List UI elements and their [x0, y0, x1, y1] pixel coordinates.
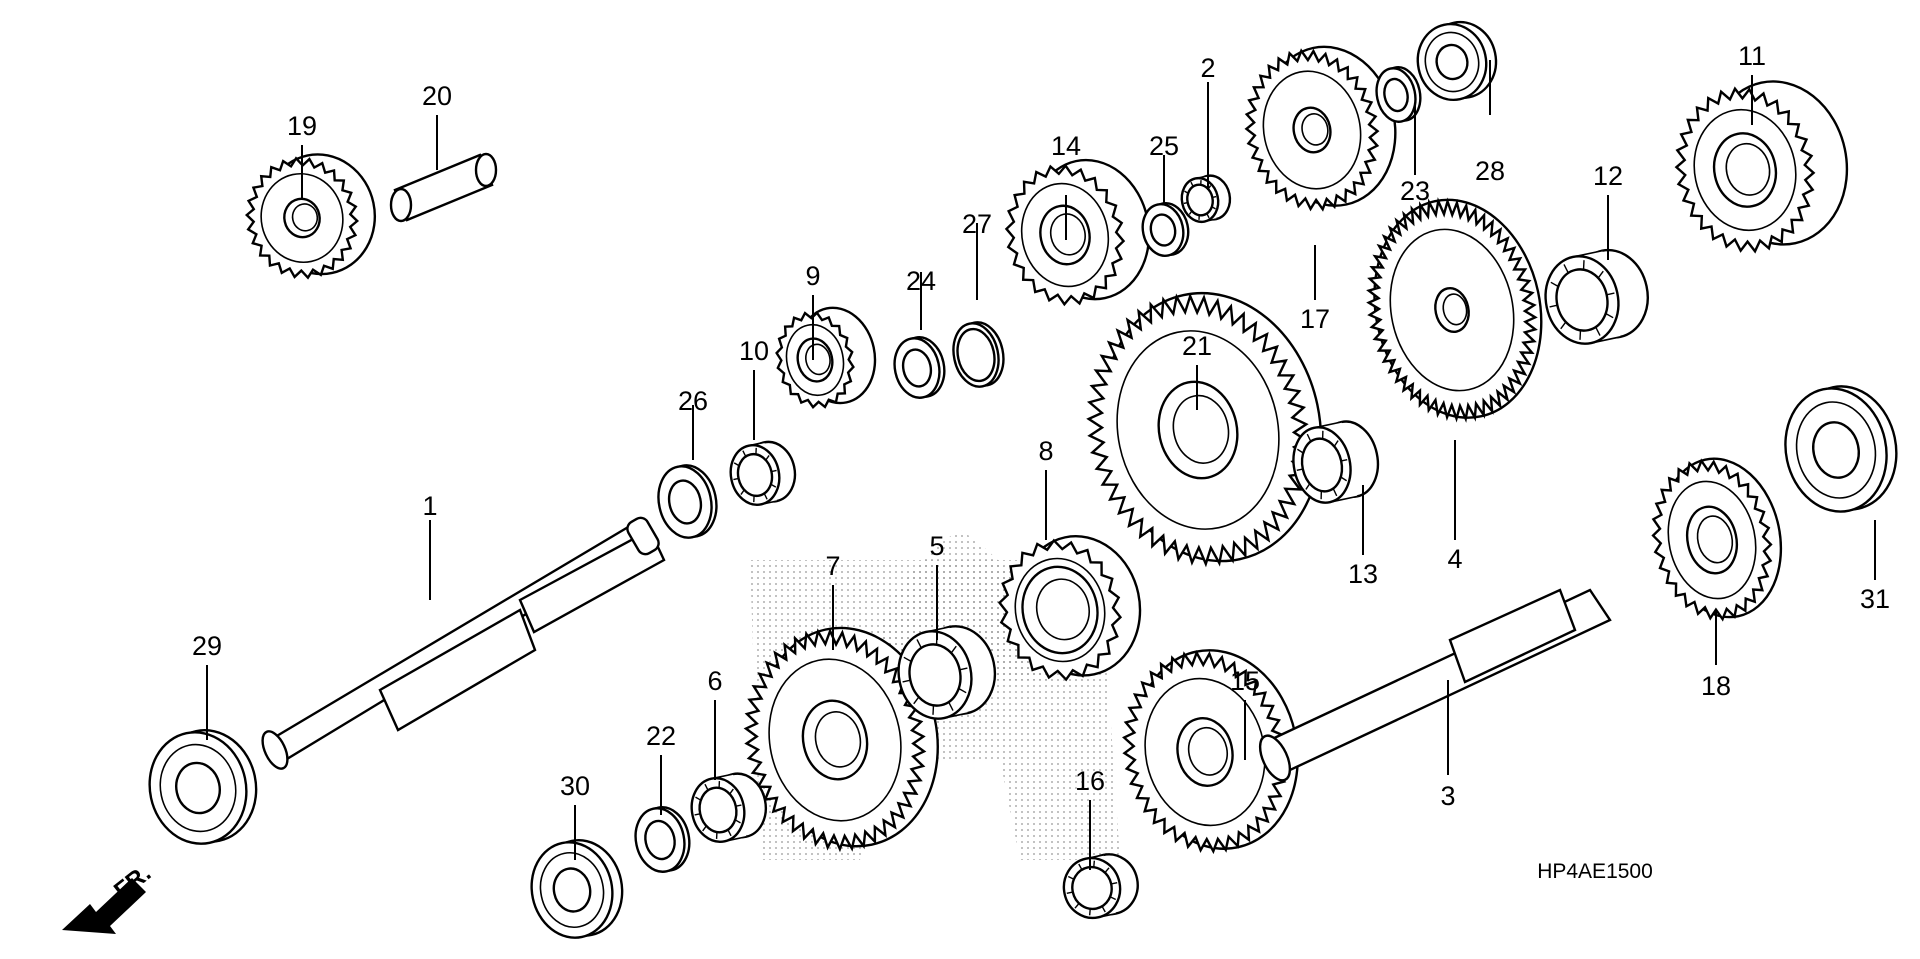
- part-label-22: 22: [646, 721, 676, 751]
- part-label-16: 16: [1075, 766, 1105, 796]
- washer-23: [1375, 66, 1422, 123]
- washer-24: [893, 336, 946, 399]
- part-label-12: 12: [1593, 161, 1623, 191]
- parts-layer: [148, 20, 1898, 939]
- part-label-5: 5: [929, 531, 944, 561]
- pin: [389, 152, 498, 223]
- part-label-14: 14: [1051, 131, 1081, 161]
- gear-7: [743, 626, 939, 853]
- bushing-13: [1292, 420, 1380, 504]
- part-label-21: 21: [1182, 331, 1212, 361]
- part-label-31: 31: [1860, 584, 1890, 614]
- part-label-8: 8: [1038, 436, 1053, 466]
- bearing-29: [148, 729, 258, 845]
- gear-14: [1004, 158, 1151, 307]
- front-direction-indicator: FR.: [62, 860, 156, 934]
- part-label-17: 17: [1300, 304, 1330, 334]
- part-label-28: 28: [1475, 156, 1505, 186]
- countershaft: [1258, 588, 1612, 782]
- part-label-1: 1: [422, 491, 437, 521]
- part-label-26: 26: [678, 386, 708, 416]
- gear-8: [997, 535, 1142, 682]
- part-label-18: 18: [1701, 671, 1731, 701]
- bearing-30: [530, 839, 624, 939]
- bushing-12: [1544, 248, 1649, 345]
- part-label-29: 29: [192, 631, 222, 661]
- leader-lines: [206, 60, 1876, 870]
- gear-21: [1086, 291, 1323, 568]
- part-label-4: 4: [1447, 544, 1462, 574]
- gear-11: [1674, 80, 1849, 254]
- gear-4: [1366, 197, 1543, 423]
- gear-17: [1244, 45, 1397, 212]
- part-label-15: 15: [1230, 666, 1260, 696]
- bushing-5: [897, 625, 997, 720]
- bearing-31: [1784, 385, 1898, 513]
- part-label-30: 30: [560, 771, 590, 801]
- part-label-20: 20: [422, 81, 452, 111]
- washer-26: [657, 464, 718, 539]
- collar-10: [729, 440, 797, 506]
- part-label-2: 2: [1200, 53, 1215, 83]
- part-label-7: 7: [825, 551, 840, 581]
- part-label-24: 24: [906, 266, 936, 296]
- part-label-23: 23: [1400, 176, 1430, 206]
- part-label-25: 25: [1149, 131, 1179, 161]
- part-label-27: 27: [962, 209, 992, 239]
- part-label-3: 3: [1440, 781, 1455, 811]
- collar-16: [1062, 853, 1139, 920]
- gear-15: [1122, 649, 1299, 855]
- part-label-10: 10: [739, 336, 769, 366]
- part-label-19: 19: [287, 111, 317, 141]
- front-arrow-icon: [62, 878, 146, 934]
- part-labels: 1 2 3 4 5 6 7 8 9 10 11 12 13 14 15 16 1…: [192, 41, 1890, 811]
- gear-18: [1651, 457, 1783, 622]
- part-label-6: 6: [707, 666, 722, 696]
- collar-2: [1180, 174, 1232, 224]
- washer-25: [1141, 201, 1190, 257]
- bearing-28: [1416, 20, 1498, 102]
- part-label-13: 13: [1348, 559, 1378, 589]
- diagram-code: HP4AE1500: [1537, 860, 1653, 883]
- gear-9: [775, 306, 877, 409]
- part-label-9: 9: [805, 261, 820, 291]
- part-label-11: 11: [1738, 41, 1766, 71]
- circlip-27: [952, 321, 1005, 388]
- mainshaft: [261, 516, 666, 770]
- gear-19: [244, 153, 377, 280]
- washer-22: [634, 806, 691, 873]
